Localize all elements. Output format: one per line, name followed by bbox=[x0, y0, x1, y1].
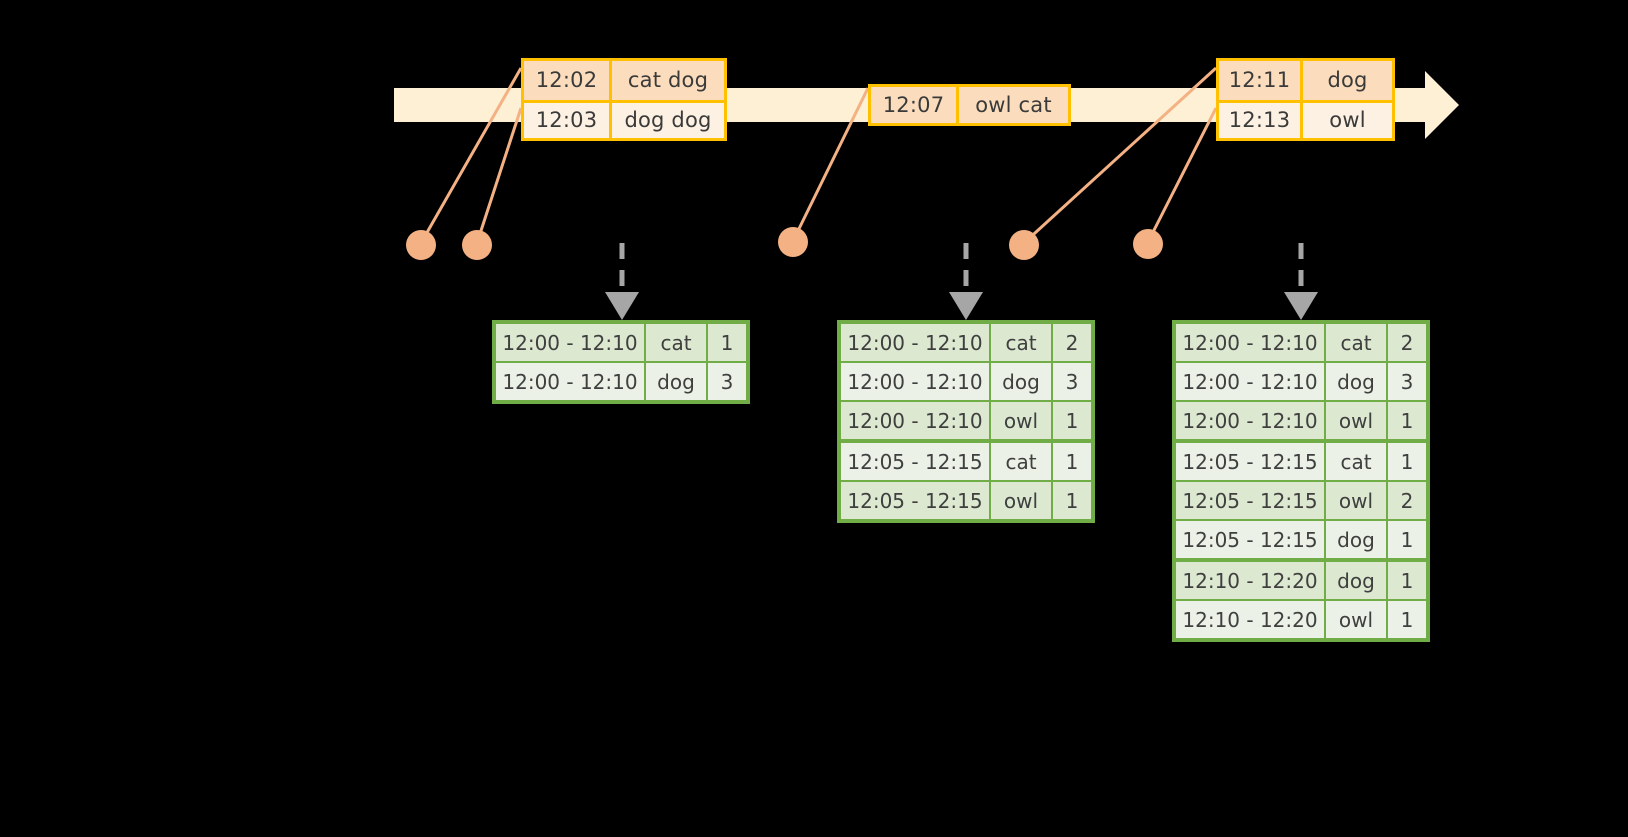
event-words: dog bbox=[1303, 61, 1392, 100]
result-count-cell: 1 bbox=[1051, 443, 1091, 480]
connector-dot bbox=[1009, 230, 1039, 260]
result-window-cell: 12:00 - 12:10 bbox=[496, 324, 644, 361]
arrow-head-icon bbox=[1284, 292, 1318, 320]
event-time: 12:11 bbox=[1219, 61, 1303, 100]
event-row[interactable]: 12:07 owl cat bbox=[871, 87, 1068, 123]
event-words: owl bbox=[1303, 102, 1392, 138]
connector-dot bbox=[406, 230, 436, 260]
result-window-cell: 12:05 - 12:15 bbox=[1176, 521, 1324, 558]
event-time: 12:03 bbox=[524, 102, 612, 138]
result-count-cell: 1 bbox=[1386, 521, 1426, 558]
event-row[interactable]: 12:02 cat dog bbox=[524, 61, 724, 100]
event-words: dog dog bbox=[612, 102, 724, 138]
result-word-cell: cat bbox=[1324, 443, 1386, 480]
result-count-cell: 3 bbox=[706, 363, 746, 400]
event-box-1[interactable]: 12:02 cat dog 12:03 dog dog bbox=[521, 58, 727, 141]
result-word-cell: cat bbox=[989, 443, 1051, 480]
result-window-cell: 12:05 - 12:15 bbox=[1176, 443, 1324, 480]
event-words: owl cat bbox=[959, 87, 1068, 123]
event-row[interactable]: 12:13 owl bbox=[1219, 99, 1392, 138]
result-window-cell: 12:05 - 12:15 bbox=[841, 482, 989, 519]
result-word-cell: owl bbox=[1324, 601, 1386, 638]
result-word-cell: cat bbox=[644, 324, 706, 361]
dashed-emit-arrows bbox=[619, 243, 1304, 295]
result-count-cell: 1 bbox=[706, 324, 746, 361]
event-box-3[interactable]: 12:11 dog 12:13 owl bbox=[1216, 58, 1395, 141]
event-words: cat dog bbox=[612, 61, 724, 100]
event-row[interactable]: 12:11 dog bbox=[1219, 61, 1392, 100]
connector-dot bbox=[462, 230, 492, 260]
result-word-cell: dog bbox=[644, 363, 706, 400]
result-window-cell: 12:10 - 12:20 bbox=[1176, 601, 1324, 638]
result-word-cell: dog bbox=[989, 363, 1051, 400]
result-word-cell: owl bbox=[1324, 482, 1386, 519]
event-time: 12:02 bbox=[524, 61, 612, 100]
result-count-cell: 1 bbox=[1386, 402, 1426, 439]
connector-dot bbox=[1133, 229, 1163, 259]
result-window-cell: 12:00 - 12:10 bbox=[841, 363, 989, 400]
result-window-cell: 12:00 - 12:10 bbox=[1176, 402, 1324, 439]
result-window-cell: 12:00 - 12:10 bbox=[841, 324, 989, 361]
event-row[interactable]: 12:03 dog dog bbox=[524, 99, 724, 138]
result-window-cell: 12:00 - 12:10 bbox=[1176, 363, 1324, 400]
event-box-2[interactable]: 12:07 owl cat bbox=[868, 84, 1071, 126]
result-window-cell: 12:00 - 12:10 bbox=[1176, 324, 1324, 361]
arrow-head-icon bbox=[949, 292, 983, 320]
result-window-cell: 12:05 - 12:15 bbox=[841, 443, 989, 480]
result-count-cell: 1 bbox=[1386, 562, 1426, 599]
result-word-cell: dog bbox=[1324, 363, 1386, 400]
result-window-cell: 12:00 - 12:10 bbox=[496, 363, 644, 400]
result-count-cell: 2 bbox=[1386, 324, 1426, 361]
result-count-cell: 1 bbox=[1386, 601, 1426, 638]
result-word-cell: cat bbox=[989, 324, 1051, 361]
event-time: 12:07 bbox=[871, 87, 959, 123]
result-count-cell: 3 bbox=[1051, 363, 1091, 400]
result-word-cell: owl bbox=[989, 482, 1051, 519]
result-window-cell: 12:00 - 12:10 bbox=[841, 402, 989, 439]
result-window-cell: 12:05 - 12:15 bbox=[1176, 482, 1324, 519]
result-word-cell: owl bbox=[1324, 402, 1386, 439]
arrow-head-icon bbox=[605, 292, 639, 320]
connector-dot bbox=[778, 227, 808, 257]
event-time: 12:13 bbox=[1219, 102, 1303, 138]
result-count-cell: 2 bbox=[1386, 482, 1426, 519]
result-word-cell: dog bbox=[1324, 562, 1386, 599]
result-word-cell: cat bbox=[1324, 324, 1386, 361]
result-count-cell: 1 bbox=[1051, 402, 1091, 439]
result-count-cell: 2 bbox=[1051, 324, 1091, 361]
result-count-cell: 1 bbox=[1051, 482, 1091, 519]
event-connector-dots bbox=[406, 227, 1163, 260]
result-count-cell: 3 bbox=[1386, 363, 1426, 400]
result-word-cell: dog bbox=[1324, 521, 1386, 558]
result-window-cell: 12:10 - 12:20 bbox=[1176, 562, 1324, 599]
result-word-cell: owl bbox=[989, 402, 1051, 439]
result-count-cell: 1 bbox=[1386, 443, 1426, 480]
dashed-arrow-heads bbox=[605, 292, 1318, 320]
